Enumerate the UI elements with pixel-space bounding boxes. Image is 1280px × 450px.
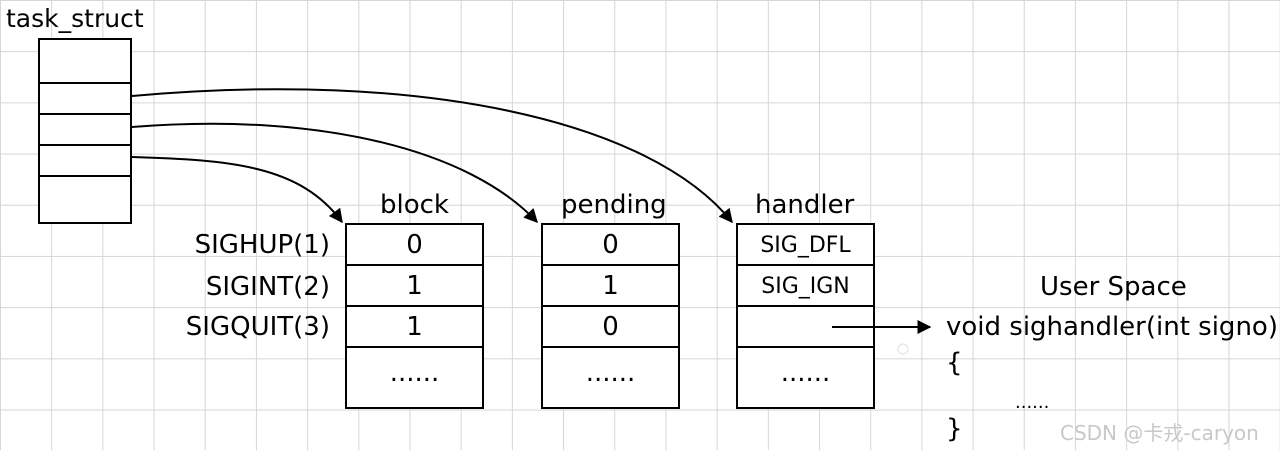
pending-table: 0 1 0 ...... <box>541 223 680 409</box>
signal-label-sighup: SIGHUP(1) <box>194 230 330 260</box>
arrow-task-to-pending <box>131 122 538 224</box>
handler-cell <box>738 307 873 348</box>
signal-label-sigint: SIGINT(2) <box>205 272 330 302</box>
arrow-task-to-handler <box>131 88 733 224</box>
handler-cell: ...... <box>780 358 831 388</box>
handler-cell: SIG_DFL <box>738 225 873 266</box>
pending-cell: 1 <box>543 266 678 307</box>
handler-table: SIG_DFL SIG_IGN ...... <box>736 223 875 409</box>
signal-label-sigquit: SIGQUIT(3) <box>185 312 330 342</box>
block-cell: ...... <box>389 358 440 388</box>
block-table-header: block <box>380 190 449 220</box>
task-struct-slot <box>40 144 130 177</box>
task-struct-slot <box>40 40 130 84</box>
code-close-brace: } <box>946 414 963 444</box>
block-cell: 1 <box>347 307 482 348</box>
handler-signature: void sighandler(int signo) <box>946 312 1278 342</box>
task-struct-box <box>38 38 132 224</box>
pending-cell: ...... <box>585 358 636 388</box>
pending-table-header: pending <box>561 190 667 220</box>
task-struct-slot <box>40 82 130 115</box>
pending-cell: 0 <box>543 307 678 348</box>
code-body-ellipsis: ...... <box>1015 392 1050 413</box>
task-struct-slot <box>40 113 130 146</box>
block-cell: 0 <box>347 225 482 266</box>
user-space-title: User Space <box>1040 272 1187 302</box>
handler-cell: SIG_IGN <box>738 266 873 307</box>
pending-cell: 0 <box>543 225 678 266</box>
task-struct-title: task_struct <box>6 4 144 33</box>
block-cell: 1 <box>347 266 482 307</box>
arrow-task-to-block <box>131 156 343 224</box>
watermark: CSDN @卡戎-caryon <box>1060 421 1259 445</box>
small-circle-mark <box>897 343 909 355</box>
handler-table-header: handler <box>755 190 855 220</box>
block-table: 0 1 1 ...... <box>345 223 484 409</box>
code-open-brace: { <box>946 348 963 378</box>
